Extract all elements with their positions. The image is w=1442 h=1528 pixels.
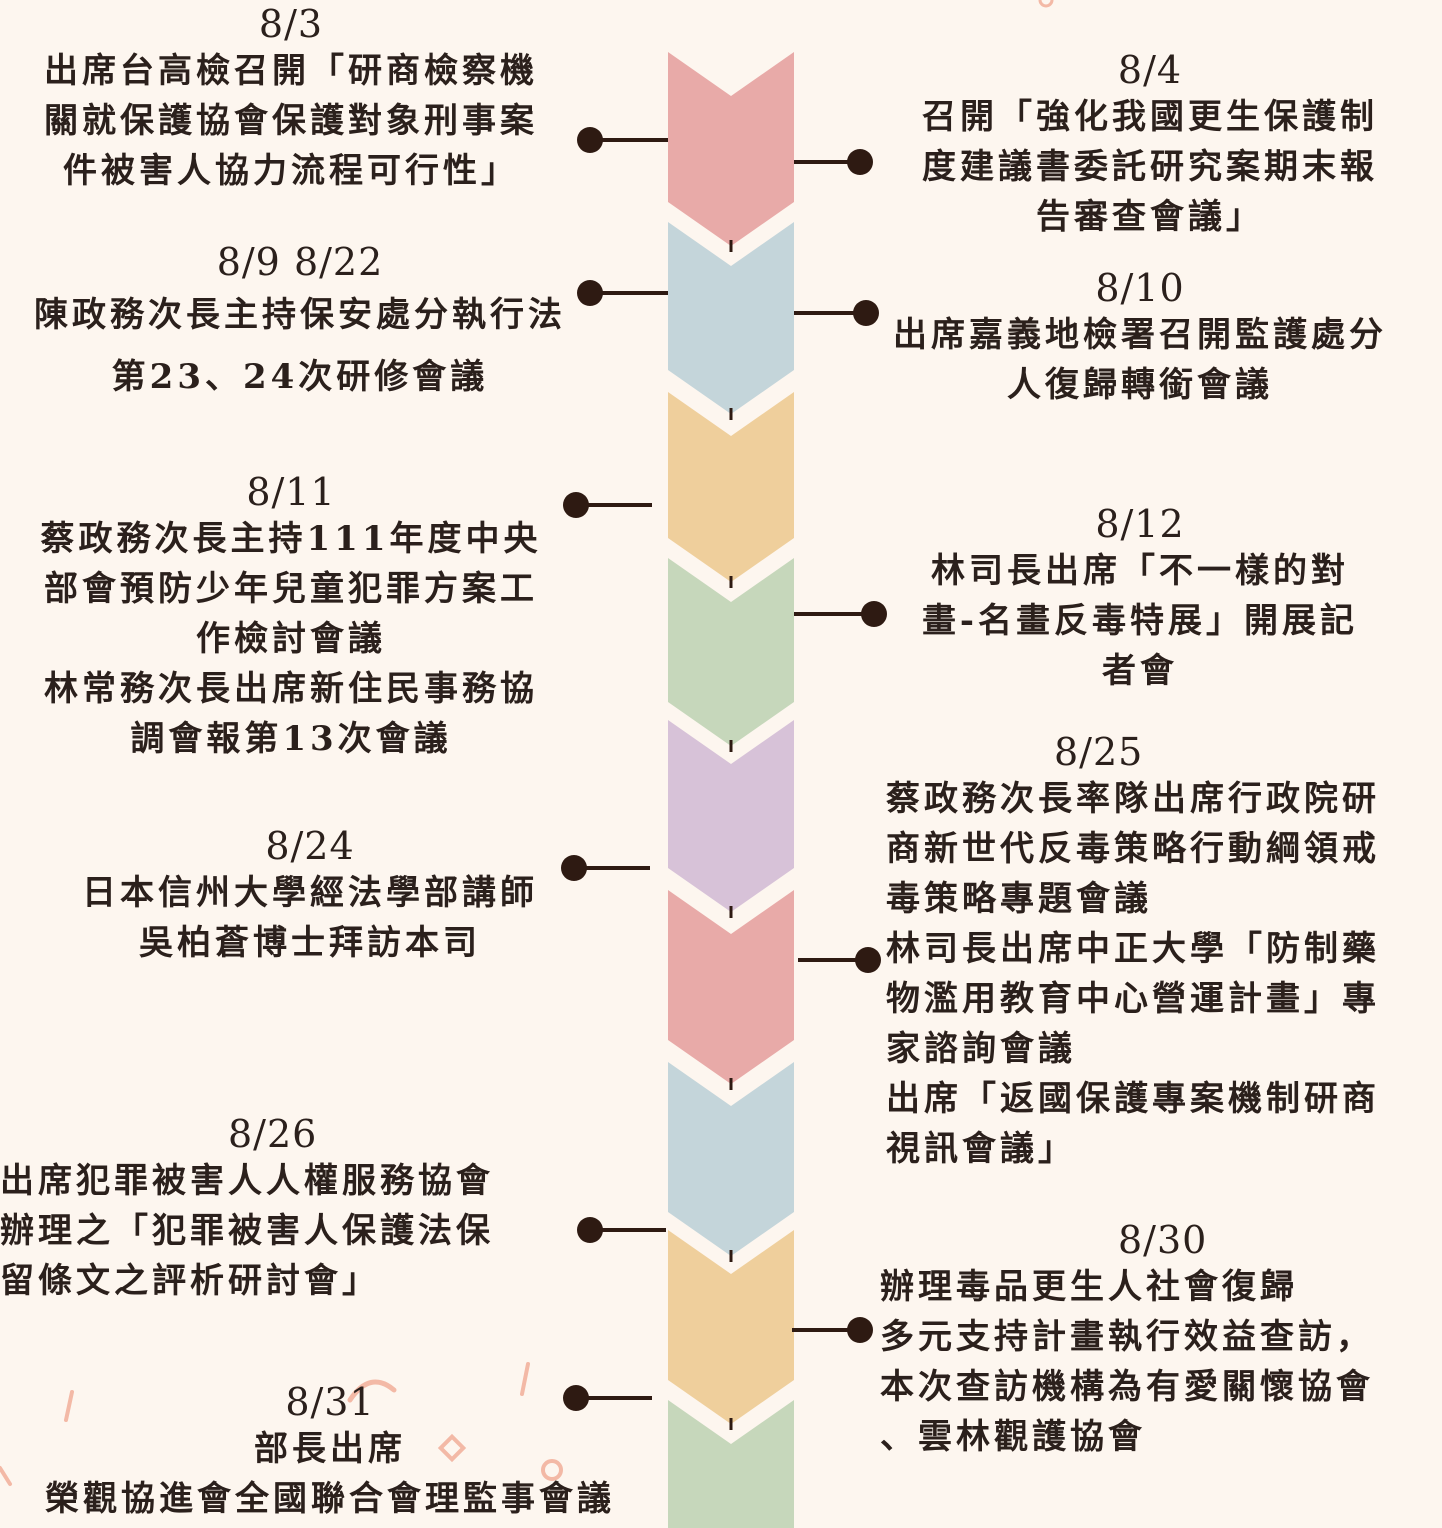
event-date: 8/9 8/22 xyxy=(216,240,384,284)
event-date: 8/26 xyxy=(228,1112,318,1156)
event-text-line: 關就保護協會保護對象刑事案 xyxy=(44,101,538,141)
event-block: 8/10 出席嘉義地檢署召開監護處分人復歸轉銜會議 xyxy=(860,266,1420,410)
spine-segment-purple xyxy=(668,720,794,912)
event-text-line: 商新世代反毒策略行動綱領戒 xyxy=(886,829,1380,869)
event-block: 8/11 蔡政務次長主持111年度中央部會預防少年兒童犯罪方案工作檢討會議林常務次… xyxy=(0,470,582,764)
event-text-line: 林司長出席「不一樣的對 xyxy=(931,551,1349,591)
event-date: 8/24 xyxy=(265,824,355,868)
event-text-line: 陳政務次長主持保安處分執行法 xyxy=(34,295,566,335)
spine-segment-pink xyxy=(668,52,794,246)
event-date: 8/30 xyxy=(1118,1218,1208,1262)
spine-segment-green xyxy=(668,1400,794,1528)
event-text-line: 者會 xyxy=(1102,651,1178,691)
event-text-line: 部會預防少年兒童犯罪方案工 xyxy=(44,569,538,609)
event-block: 8/31 部長出席榮觀協進會全國聯合會理監事會議 xyxy=(0,1380,660,1524)
event-block: 8/24 日本信州大學經法學部講師吳柏蒼博士拜訪本司 xyxy=(40,824,580,968)
connector-dot xyxy=(577,280,603,306)
event-text-line: 本次查訪機構為有愛關懷協會 xyxy=(880,1367,1374,1407)
event-text-line: 毒策略專題會議 xyxy=(886,879,1152,919)
event-text-line: 出席犯罪被害人人權服務協會 xyxy=(0,1161,494,1201)
spine-segment-yellow xyxy=(668,1230,794,1424)
event-text-line: 林司長出席中正大學「防制藥 xyxy=(886,929,1380,969)
event-text-line: 家諮詢會議 xyxy=(886,1029,1076,1069)
event-date: 8/12 xyxy=(1095,502,1185,546)
event-text-line: 人復歸轉銜會議 xyxy=(1007,365,1273,405)
event-text-line: 召開「強化我國更生保護制 xyxy=(922,97,1378,137)
event-text-line: 林常務次長出席新住民事務協 xyxy=(44,669,538,709)
event-text-line: 、雲林觀護協會 xyxy=(880,1417,1146,1457)
event-block: 8/4 召開「強化我國更生保護制度建議書委託研究案期末報告審查會議」 xyxy=(890,48,1410,242)
event-text-line: 作檢討會議 xyxy=(196,619,386,659)
confetti-dash xyxy=(0,1466,12,1486)
confetti-dash xyxy=(520,1362,530,1396)
connector-dot xyxy=(853,300,879,326)
spine-segment-blue xyxy=(668,1062,794,1256)
connector-dot xyxy=(577,127,603,153)
event-text-line: 調會報第13次會議 xyxy=(130,719,452,759)
event-text-line: 視訊會議」 xyxy=(886,1129,1076,1169)
connector-dot xyxy=(563,492,589,518)
event-text-line: 出席嘉義地檢署召開監護處分 xyxy=(893,315,1387,355)
event-text-line: 日本信州大學經法學部講師 xyxy=(82,873,538,913)
confetti-dash xyxy=(64,1390,74,1422)
event-block: 8/12 林司長出席「不一樣的對畫-名畫反毒特展」開展記者會 xyxy=(880,502,1400,696)
event-block: 8/9 8/22 陳政務次長主持保安處分執行法第23、24次研修會議 xyxy=(0,240,600,408)
event-text-line: 第23、24次研修會議 xyxy=(111,357,489,397)
confetti-diamond xyxy=(437,1433,467,1463)
connector-dot xyxy=(563,1385,589,1411)
connector-dot xyxy=(577,1217,603,1243)
event-text-line: 留條文之評析研討會」 xyxy=(0,1261,380,1301)
timeline-spine xyxy=(668,52,794,1528)
event-block: 8/30 辦理毒品更生人社會復歸多元支持計畫執行效益查訪， 本次查訪機構為有愛關懷協… xyxy=(880,1218,1435,1462)
event-text-line: 榮觀協進會全國聯合會理監事會議 xyxy=(45,1479,615,1519)
event-text-line: 多元支持計畫執行效益查訪， xyxy=(880,1317,1374,1357)
event-date: 8/3 xyxy=(258,2,324,46)
event-text-line: 出席台高檢召開「研商檢察機 xyxy=(44,51,538,91)
event-block: 8/3 出席台高檢召開「研商檢察機關就保護協會保護對象刑事案件被害人協力流程可行性… xyxy=(0,2,582,196)
event-text-line: 告審查會議」 xyxy=(1036,197,1264,237)
spine-segment-pink xyxy=(668,890,794,1084)
event-text-line: 部長出席 xyxy=(254,1429,406,1469)
confetti-ring xyxy=(541,1459,563,1481)
event-text-line: 件被害人協力流程可行性」 xyxy=(63,151,519,191)
connector-dot xyxy=(847,1317,873,1343)
event-text-line: 物濫用教育中心營運計畫」專 xyxy=(886,979,1380,1019)
event-date: 8/10 xyxy=(1095,266,1185,310)
event-date: 8/25 xyxy=(1054,730,1144,774)
event-text-line: 度建議書委託研究案期末報 xyxy=(922,147,1378,187)
event-block: 8/26 出席犯罪被害人人權服務協會辦理之「犯罪被害人保護法保留條文之評析研討會」 xyxy=(0,1112,550,1306)
event-block: 8/25 蔡政務次長率隊出席行政院研商新世代反毒策略行動綱領戒毒策略專題會議林司長… xyxy=(886,730,1436,1174)
confetti-arc xyxy=(347,1379,397,1403)
connector-dot xyxy=(847,149,873,175)
event-date: 8/4 xyxy=(1117,48,1183,92)
connector-dot xyxy=(855,947,881,973)
confetti-ring xyxy=(1038,0,1054,8)
event-text-line: 辦理之「犯罪被害人保護法保 xyxy=(0,1211,494,1251)
spine-segment-green xyxy=(668,558,794,746)
connector-dot xyxy=(861,601,887,627)
event-date: 8/31 xyxy=(285,1380,375,1424)
event-text-line: 辦理毒品更生人社會復歸 xyxy=(880,1267,1298,1307)
connector-dot xyxy=(561,855,587,881)
spine-segment-blue xyxy=(668,222,794,414)
event-text-line: 蔡政務次長主持111年度中央 xyxy=(40,519,542,559)
connectors xyxy=(561,127,887,1411)
event-text-line: 出席「返國保護專案機制研商 xyxy=(886,1079,1380,1119)
spine-segment-yellow xyxy=(668,392,794,582)
event-text-line: 吳柏蒼博士拜訪本司 xyxy=(139,923,481,963)
event-text-line: 蔡政務次長率隊出席行政院研 xyxy=(886,779,1380,819)
event-text-line: 畫-名畫反毒特展」開展記 xyxy=(921,601,1359,641)
event-date: 8/11 xyxy=(246,470,336,514)
decorative-confetti xyxy=(0,0,1054,1486)
